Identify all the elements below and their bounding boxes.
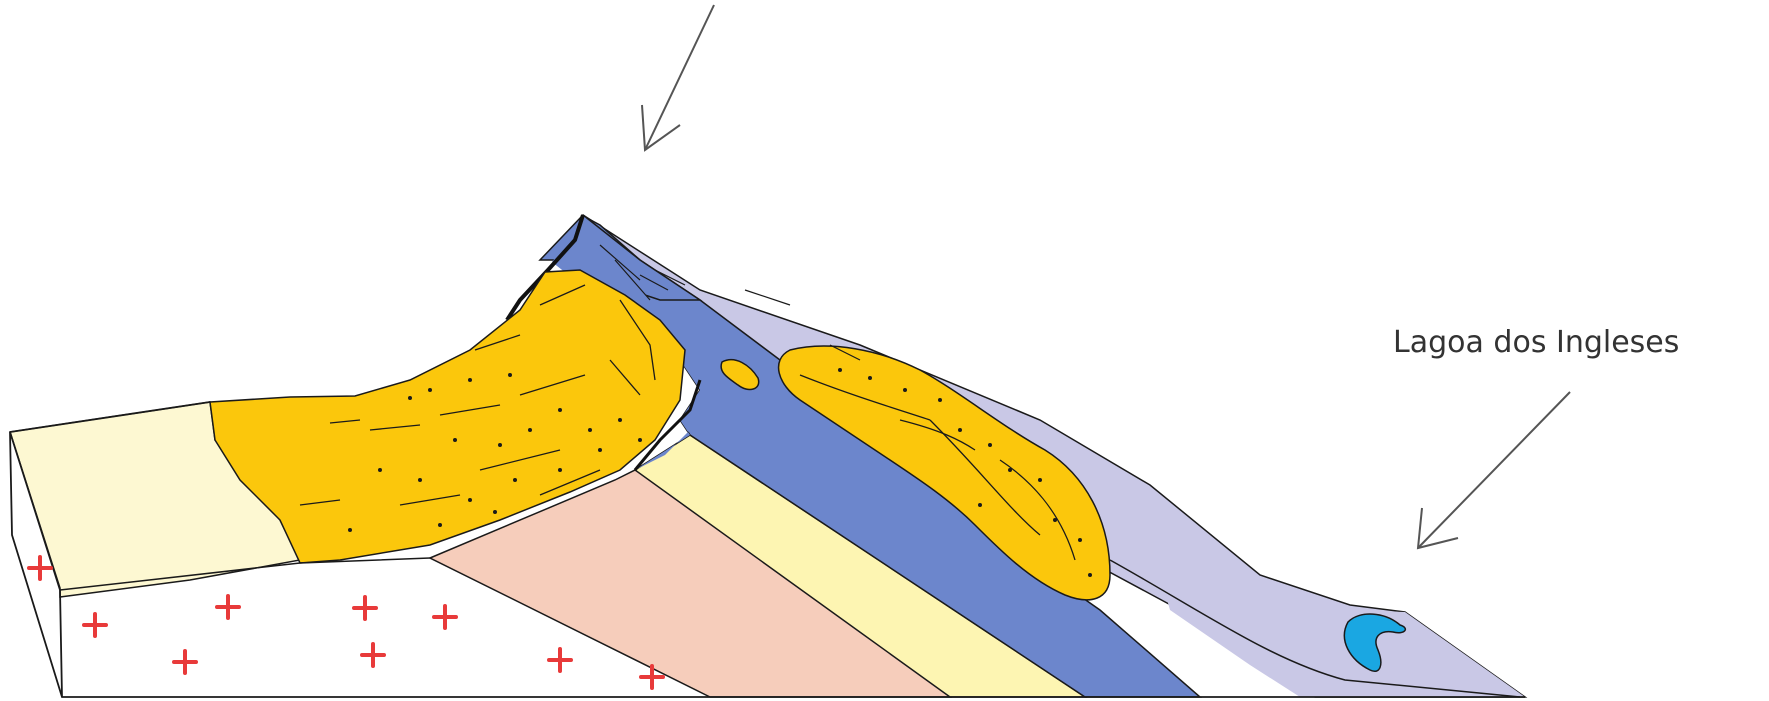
lagoon-arrow [1418, 392, 1570, 548]
top-arrow [642, 5, 714, 150]
lagoon-label: Lagoa dos Ingleses [1393, 325, 1679, 360]
lagoon-arrow-shaft [1418, 392, 1570, 548]
top-arrow-shaft [645, 5, 714, 150]
lavender-valley-floor [1150, 540, 1525, 697]
